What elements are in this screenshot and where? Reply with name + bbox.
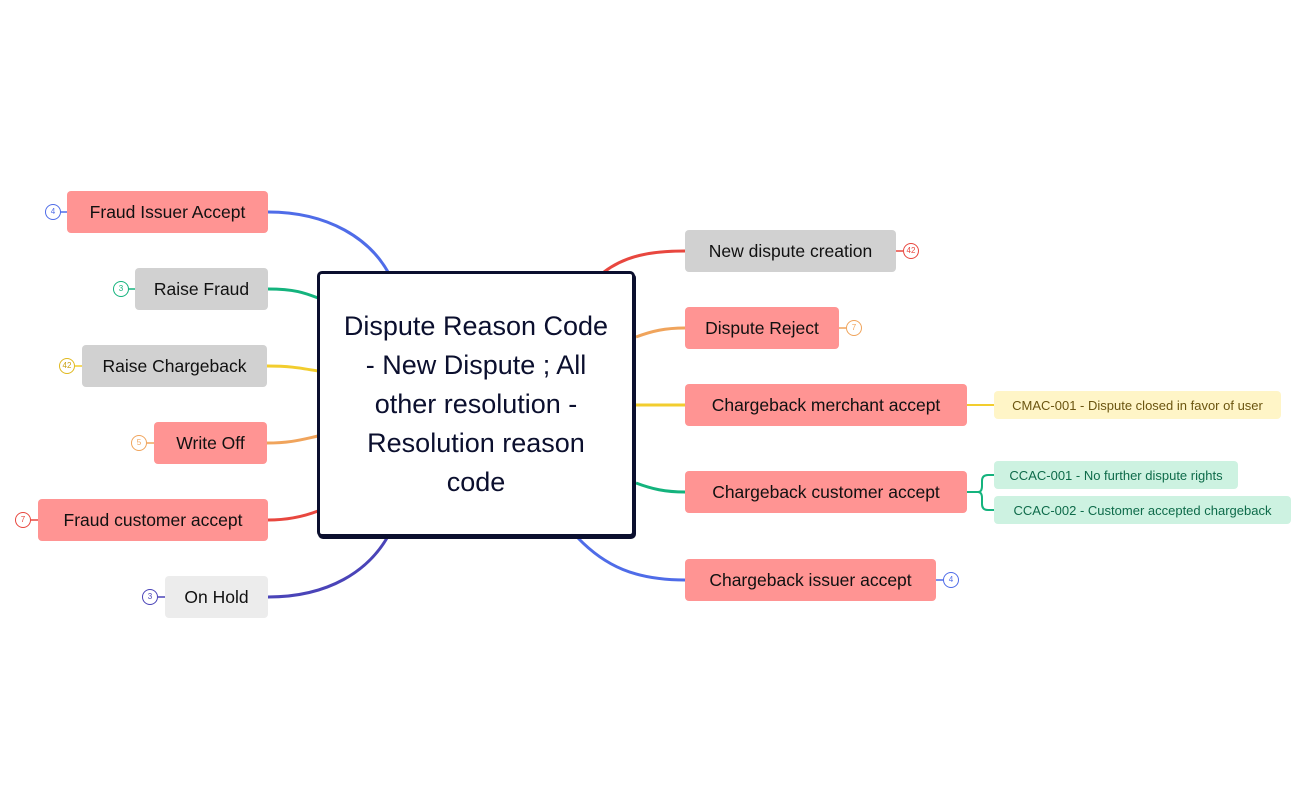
count-badge: 42 bbox=[59, 358, 75, 374]
subtopic-label: CCAC-001 - No further dispute rights bbox=[1009, 467, 1223, 483]
topic-label: Raise Chargeback bbox=[102, 355, 247, 376]
topic-raise-chargeback[interactable]: Raise Chargeback bbox=[82, 345, 267, 387]
link-chargeback-issuer-accept bbox=[576, 536, 686, 582]
topic-label: New dispute creation bbox=[708, 240, 873, 261]
count-badge: 4 bbox=[45, 204, 61, 220]
count-badge: 7 bbox=[15, 512, 31, 528]
topic-fraud-issuer-accept[interactable]: Fraud Issuer Accept bbox=[67, 191, 268, 233]
subtopic-ccac-002[interactable]: CCAC-002 - Customer accepted chargeback bbox=[994, 496, 1291, 524]
link-on-hold bbox=[267, 537, 389, 599]
subtopic-label: CMAC-001 - Dispute closed in favor of us… bbox=[1012, 397, 1263, 413]
count-badge: 7 bbox=[846, 320, 862, 336]
topic-chargeback-customer-accept[interactable]: Chargeback customer accept bbox=[685, 471, 967, 513]
topic-label: Dispute Reject bbox=[705, 317, 819, 338]
count-badge: 5 bbox=[131, 435, 147, 451]
subtopic-label: CCAC-002 - Customer accepted chargeback bbox=[1013, 502, 1272, 518]
link-ccac-002 bbox=[967, 491, 994, 511]
count-badge: 3 bbox=[113, 281, 129, 297]
count-badge: 42 bbox=[903, 243, 919, 259]
link-chargeback-customer-accept bbox=[635, 481, 686, 494]
topic-label: Fraud Issuer Accept bbox=[89, 201, 246, 222]
topic-on-hold[interactable]: On Hold bbox=[165, 576, 268, 618]
topic-chargeback-issuer-accept[interactable]: Chargeback issuer accept bbox=[685, 559, 936, 601]
link-raise-fraud bbox=[267, 287, 319, 300]
topic-dispute-reject[interactable]: Dispute Reject bbox=[685, 307, 839, 349]
subtopic-cmac-001[interactable]: CMAC-001 - Dispute closed in favor of us… bbox=[994, 391, 1281, 419]
link-new-dispute-creation bbox=[603, 249, 686, 274]
topic-write-off[interactable]: Write Off bbox=[154, 422, 267, 464]
count-badge: 3 bbox=[142, 589, 158, 605]
topic-chargeback-merchant-accept[interactable]: Chargeback merchant accept bbox=[685, 384, 967, 426]
topic-label: Chargeback merchant accept bbox=[711, 394, 941, 415]
topic-raise-fraud[interactable]: Raise Fraud bbox=[135, 268, 268, 310]
topic-new-dispute-creation[interactable]: New dispute creation bbox=[685, 230, 896, 272]
link-write-off bbox=[266, 434, 319, 445]
link-ccac-001 bbox=[967, 474, 994, 493]
topic-label: Fraud customer accept bbox=[63, 509, 243, 530]
topic-fraud-customer-accept[interactable]: Fraud customer accept bbox=[38, 499, 268, 541]
topic-label: Write Off bbox=[176, 432, 245, 453]
central-topic-title: Dispute Reason Code - New Dispute ; All … bbox=[343, 310, 609, 497]
topic-label: Raise Fraud bbox=[153, 278, 250, 299]
topic-label: Chargeback customer accept bbox=[712, 481, 940, 502]
link-fraud-customer-accept bbox=[267, 509, 319, 522]
subtopic-ccac-001[interactable]: CCAC-001 - No further dispute rights bbox=[994, 461, 1238, 489]
topic-label: On Hold bbox=[184, 586, 249, 607]
link-raise-chargeback bbox=[266, 364, 319, 373]
central-topic[interactable]: Dispute Reason Code - New Dispute ; All … bbox=[317, 271, 635, 537]
count-badge: 4 bbox=[943, 572, 959, 588]
link-fraud-issuer-accept bbox=[267, 210, 390, 273]
link-dispute-reject bbox=[635, 326, 686, 339]
topic-label: Chargeback issuer accept bbox=[709, 569, 912, 590]
